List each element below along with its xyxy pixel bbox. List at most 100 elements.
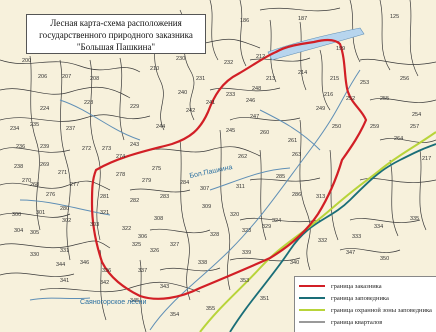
quarter-number-277: 277 <box>70 182 79 188</box>
quarter-number-351: 351 <box>260 296 269 302</box>
quarter-number-215: 215 <box>330 76 339 82</box>
quarter-number-237: 237 <box>66 126 75 132</box>
quarter-number-307: 307 <box>200 186 209 192</box>
quarter-number-331: 331 <box>60 248 69 254</box>
title-line-3: "Большая Пашкина" <box>76 42 156 52</box>
quarter-number-276: 276 <box>46 192 55 198</box>
quarter-number-228: 228 <box>84 100 93 106</box>
quarter-number-199: 199 <box>336 46 345 52</box>
quarter-number-284: 284 <box>180 180 189 186</box>
quarter-number-332: 332 <box>318 238 327 244</box>
quarter-number-305: 305 <box>30 230 39 236</box>
quarter-number-231: 231 <box>196 76 205 82</box>
quarter-number-327: 327 <box>170 242 179 248</box>
quarter-number-341: 341 <box>60 278 69 284</box>
quarter-number-264: 264 <box>394 136 403 142</box>
quarter-number-278: 278 <box>116 172 125 178</box>
quarter-number-308: 308 <box>154 216 163 222</box>
quarter-number-270: 270 <box>22 178 31 184</box>
quarter-number-241: 241 <box>206 100 215 106</box>
legend-swatch <box>299 321 325 323</box>
quarter-number-354: 354 <box>170 312 179 318</box>
quarter-number-333: 333 <box>352 234 361 240</box>
quarter-number-279: 279 <box>142 178 151 184</box>
quarter-number-206: 206 <box>38 74 47 80</box>
quarter-number-321: 321 <box>100 210 109 216</box>
quarter-number-247: 247 <box>250 114 259 120</box>
map-title-box: Лесная карта-схема расположения государс… <box>26 14 206 54</box>
quarter-number-213: 213 <box>266 76 275 82</box>
quarter-number-285: 285 <box>276 174 285 180</box>
quarter-number-328: 328 <box>210 232 219 238</box>
quarter-number-286: 286 <box>292 192 301 198</box>
legend-label: граница кварталов <box>331 318 383 326</box>
quarter-number-303: 303 <box>90 222 99 228</box>
river-label: Бол.Пашкина <box>189 164 233 180</box>
quarter-number-240: 240 <box>178 90 187 96</box>
nature-reserve-border <box>229 143 436 332</box>
quarter-number-340: 340 <box>290 260 299 266</box>
quarter-number-186: 186 <box>240 18 249 24</box>
quarter-number-233: 233 <box>226 92 235 98</box>
buffer-zone-border <box>199 131 436 332</box>
quarter-number-208: 208 <box>90 76 99 82</box>
quarter-number-210: 210 <box>150 66 159 72</box>
quarter-number-235: 235 <box>30 122 39 128</box>
map-legend: граница заказника граница заповедника гр… <box>294 276 436 332</box>
quarter-number-250: 250 <box>332 124 341 130</box>
quarter-number-229: 229 <box>130 104 139 110</box>
quarter-number-355: 355 <box>206 306 215 312</box>
reserve-border <box>90 38 368 300</box>
legend-item-quarters: граница кварталов <box>299 317 432 327</box>
legend-label: граница заповедника <box>331 294 389 302</box>
quarter-number-255: 255 <box>380 96 389 102</box>
quarter-number-268: 268 <box>30 182 39 188</box>
quarter-number-326: 326 <box>150 248 159 254</box>
legend-item-nature-reserve: граница заповедника <box>299 293 432 303</box>
quarter-number-232: 232 <box>224 60 233 66</box>
quarter-number-243: 243 <box>130 142 139 148</box>
quarter-number-216: 216 <box>324 92 333 98</box>
quarter-number-244: 244 <box>156 124 165 130</box>
quarter-number-212: 212 <box>256 54 265 60</box>
quarter-number-320: 320 <box>230 212 239 218</box>
quarter-number-263: 263 <box>292 152 301 158</box>
quarter-number-306: 306 <box>138 234 147 240</box>
quarter-number-322: 322 <box>122 226 131 232</box>
quarter-number-338: 338 <box>198 260 207 266</box>
quarter-number-336: 336 <box>102 268 111 274</box>
quarter-number-271: 271 <box>58 170 67 176</box>
quarter-number-345: 345 <box>130 298 139 304</box>
quarter-number-309: 309 <box>202 204 211 210</box>
quarter-number-254: 254 <box>412 112 421 118</box>
quarter-number-281: 281 <box>100 194 109 200</box>
quarter-number-200: 200 <box>22 58 31 64</box>
quarter-number-248: 248 <box>252 86 261 92</box>
legend-swatch <box>299 285 325 287</box>
title-line-2: государственного природного заказника <box>39 30 193 40</box>
quarter-number-300: 300 <box>12 212 21 218</box>
quarter-number-253: 253 <box>360 80 369 86</box>
legend-swatch <box>299 297 325 299</box>
quarter-number-344: 344 <box>56 262 65 268</box>
quarter-number-347: 347 <box>346 250 355 256</box>
quarter-number-323: 323 <box>242 228 251 234</box>
quarter-number-259: 259 <box>370 124 379 130</box>
quarter-number-256: 256 <box>400 76 409 82</box>
quarter-number-238: 238 <box>14 164 23 170</box>
place-label-forestry: Саяногорское лесни <box>80 299 146 306</box>
quarter-number-269: 269 <box>40 162 49 168</box>
quarter-number-280: 280 <box>60 206 69 212</box>
legend-swatch <box>299 309 325 311</box>
quarter-number-207: 207 <box>62 74 71 80</box>
quarter-number-325: 325 <box>132 242 141 248</box>
quarter-number-230: 230 <box>176 56 185 62</box>
quarter-number-125: 125 <box>390 14 399 20</box>
quarter-number-339: 339 <box>242 250 251 256</box>
quarter-number-324: 324 <box>272 218 281 224</box>
quarter-number-282: 282 <box>130 198 139 204</box>
